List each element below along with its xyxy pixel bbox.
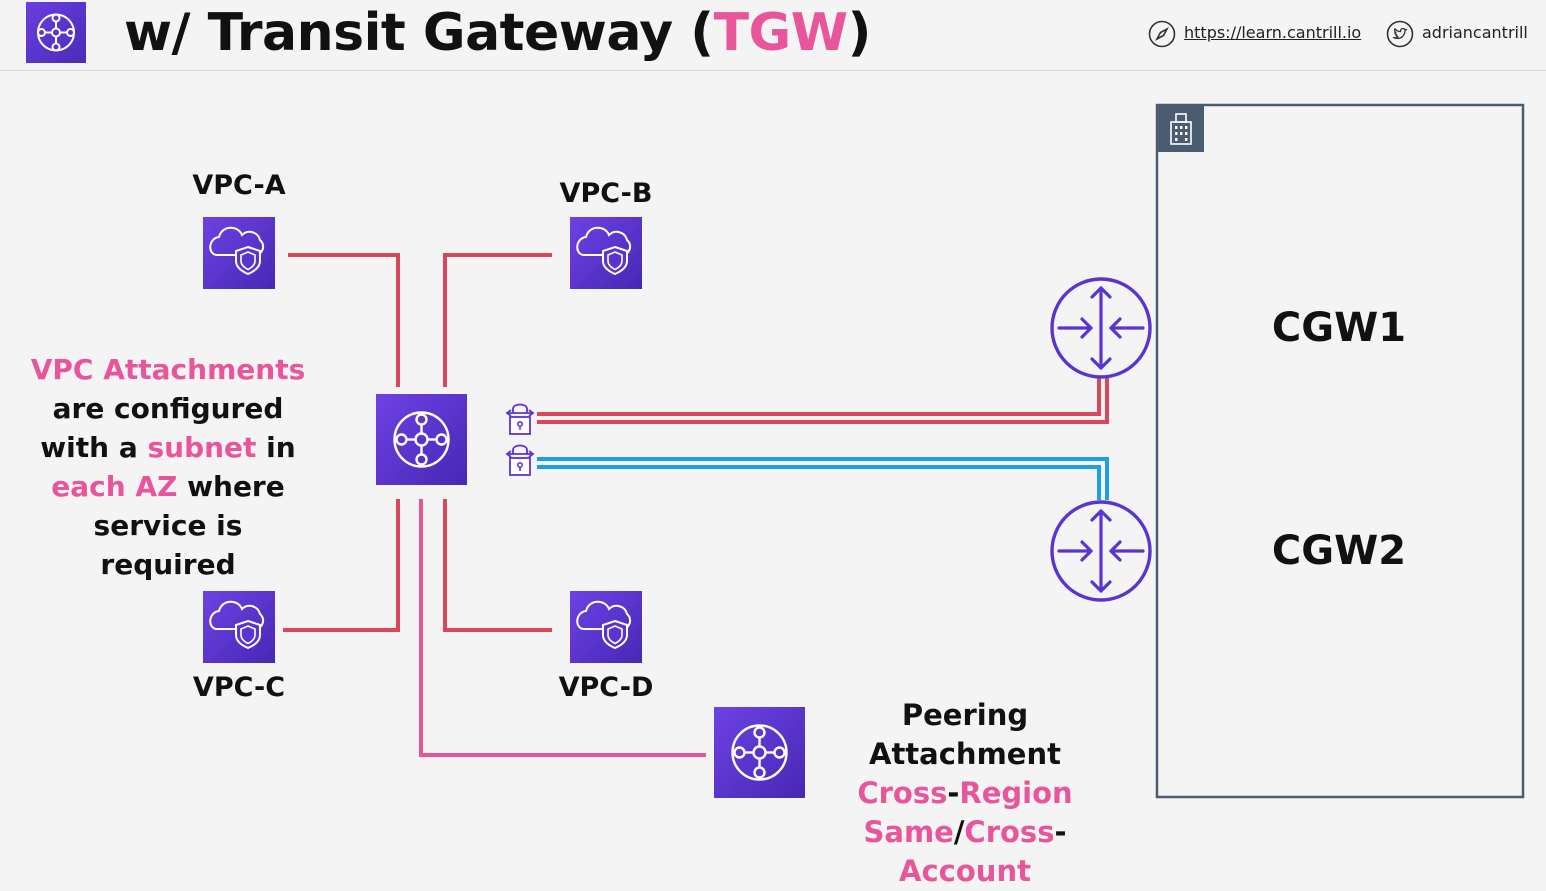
slide-header: w/ Transit Gateway (TGW) https://learn.c… [0, 0, 1546, 71]
transit-gateway-logo [26, 2, 86, 63]
twitter-link[interactable]: adriancantrill [1386, 18, 1528, 48]
building-icon [1157, 105, 1204, 152]
cgw1-router-icon[interactable] [1050, 277, 1152, 379]
vpc-d-icon[interactable] [570, 591, 642, 663]
vpn-lock-icon [506, 403, 534, 435]
vpn-tunnel-cgw2 [537, 457, 1109, 500]
vpc-c-icon[interactable] [203, 591, 275, 663]
transit-gateway-icon [37, 13, 75, 52]
cgw2-router-icon[interactable] [1050, 500, 1152, 602]
peering-scope-region: Cross-Region [857, 776, 1073, 810]
network-diagram [203, 103, 1525, 799]
vpc-b-label: VPC-B [559, 178, 653, 209]
twitter-handle: adriancantrill [1422, 23, 1528, 42]
vpc-attachment-lines [283, 253, 552, 632]
title-acronym: TGW [713, 3, 849, 63]
vpc-d-label: VPC-D [558, 672, 654, 703]
vpn-lock-icon [506, 444, 534, 476]
peer-transit-gateway-icon[interactable] [714, 707, 805, 798]
attachment-line-vpc-d [443, 499, 552, 632]
page-title: w/ Transit Gateway (TGW) [124, 3, 871, 63]
cgw1-label: CGW1 [1271, 305, 1407, 351]
vpc-attachment-note: VPC Attachments are configured with a su… [30, 353, 306, 581]
vpc-b-icon[interactable] [570, 217, 642, 289]
vpn-tunnel-cgw1 [537, 378, 1109, 424]
peering-scope-account: Same/Cross-Account [863, 815, 1067, 888]
peering-title: Peering Attachment [869, 698, 1061, 771]
on-premises-boundary [1155, 103, 1525, 799]
transit-gateway-icon[interactable] [376, 394, 467, 485]
vpc-c-label: VPC-C [192, 672, 286, 703]
vpc-a-label: VPC-A [192, 170, 286, 201]
peering-attachment-note: Peering Attachment Cross-Region Same/Cro… [810, 696, 1120, 891]
website-link[interactable]: https://learn.cantrill.io [1148, 18, 1361, 48]
website-url[interactable]: https://learn.cantrill.io [1184, 23, 1362, 42]
vpc-a-icon[interactable] [203, 217, 275, 289]
attachment-line-vpc-c [283, 499, 400, 632]
peering-attachment-line [419, 499, 706, 757]
compass-icon [1148, 20, 1176, 47]
twitter-bird-icon [1386, 20, 1414, 47]
attachment-line-vpc-a [288, 253, 400, 387]
attachment-line-vpc-b [443, 253, 552, 387]
cgw2-label: CGW2 [1271, 528, 1407, 574]
